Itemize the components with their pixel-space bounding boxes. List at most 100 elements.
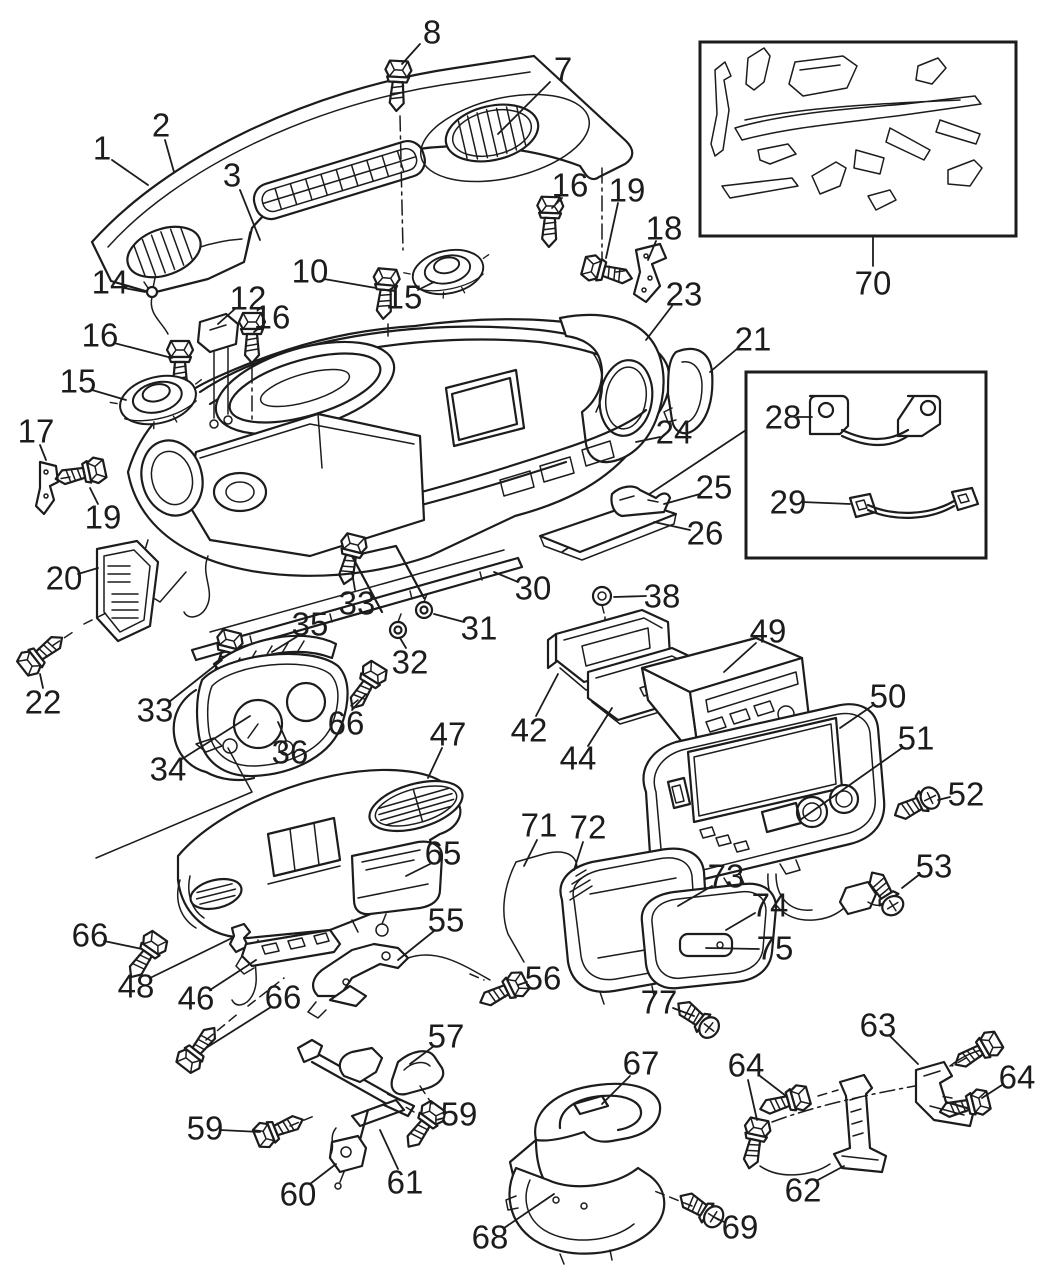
screw-22 xyxy=(13,626,72,680)
callout-68: 68 xyxy=(472,1219,509,1256)
callout-77: 77 xyxy=(641,984,678,1021)
callout-30: 30 xyxy=(515,570,552,607)
callout-29: 29 xyxy=(770,484,807,521)
leader-51 xyxy=(799,747,903,821)
leader-16 xyxy=(551,197,563,209)
callout-17: 17 xyxy=(18,413,55,450)
callout-66: 66 xyxy=(72,917,109,954)
ip-carrier xyxy=(126,313,671,618)
callout-14: 14 xyxy=(92,264,129,301)
leader-60 xyxy=(309,1163,337,1185)
callout-46: 46 xyxy=(178,980,215,1017)
left-end-panel xyxy=(13,454,160,680)
callout-22: 22 xyxy=(25,684,62,721)
reinforcement-kit xyxy=(710,47,983,211)
leader-31 xyxy=(433,613,465,623)
defroster-grille xyxy=(252,140,426,221)
instrument-cluster xyxy=(172,634,392,782)
callout-16: 16 xyxy=(82,317,119,354)
callout-67: 67 xyxy=(623,1045,660,1082)
leader-15 xyxy=(417,281,435,291)
leader-55 xyxy=(397,930,435,961)
callout-3: 3 xyxy=(223,157,241,194)
callout-36: 36 xyxy=(272,734,309,771)
callout-19: 19 xyxy=(609,172,646,209)
leader-19 xyxy=(605,202,619,259)
callout-74: 74 xyxy=(752,887,789,924)
callout-26: 26 xyxy=(687,515,724,552)
leader-44 xyxy=(587,707,613,747)
callout-59: 59 xyxy=(187,1110,224,1147)
callout-42: 42 xyxy=(511,712,548,749)
leader-64 xyxy=(747,1079,758,1121)
leader-17 xyxy=(39,444,47,461)
screw-16-top xyxy=(534,195,565,249)
knob-38 xyxy=(591,585,613,607)
leader-48 xyxy=(149,937,233,979)
callout-66: 66 xyxy=(328,705,365,742)
leader-74 xyxy=(725,912,756,931)
callout-47: 47 xyxy=(430,716,467,753)
leader-59 xyxy=(435,1117,445,1121)
leader-8 xyxy=(401,43,421,65)
callout-34: 34 xyxy=(150,751,187,788)
bracket-17 xyxy=(34,460,60,516)
leader-56 xyxy=(517,981,528,986)
callout-21: 21 xyxy=(735,321,772,358)
callout-18: 18 xyxy=(646,210,683,247)
callout-31: 31 xyxy=(461,610,498,647)
callout-33: 33 xyxy=(137,692,174,729)
leader-75 xyxy=(705,947,760,950)
callout-20: 20 xyxy=(46,560,83,597)
callout-33: 33 xyxy=(339,585,376,622)
screw-19-top xyxy=(579,251,637,293)
console-bin xyxy=(503,847,778,1043)
leader-15 xyxy=(91,389,127,401)
bracket-kit-box xyxy=(744,370,988,560)
screw-66-lower xyxy=(172,1018,226,1077)
leader-3 xyxy=(239,189,261,241)
leader-50 xyxy=(839,705,873,729)
leader-24 xyxy=(635,436,661,443)
leader-68 xyxy=(503,1193,555,1229)
screw-52 xyxy=(889,783,945,827)
callout-75: 75 xyxy=(757,930,794,967)
bracket-57 xyxy=(390,1050,445,1096)
callout-49: 49 xyxy=(750,613,787,650)
leader-22 xyxy=(39,673,44,689)
bracket-55 xyxy=(307,942,533,1019)
callout-25: 25 xyxy=(696,469,733,506)
callout-50: 50 xyxy=(870,678,907,715)
callout-65: 65 xyxy=(425,835,462,872)
leader-18 xyxy=(647,240,657,261)
callout-55: 55 xyxy=(428,902,465,939)
screw-77 xyxy=(670,993,725,1043)
leader-26 xyxy=(653,521,691,531)
leader-7 xyxy=(497,81,551,135)
leader-38 xyxy=(613,595,647,598)
callout-2: 2 xyxy=(152,107,170,144)
screw-63 xyxy=(947,1027,1007,1077)
callout-19: 19 xyxy=(85,499,122,536)
bracket-18 xyxy=(534,167,668,304)
grommet-32 xyxy=(388,620,408,640)
part-60 xyxy=(328,1134,368,1174)
lower-shroud-68 xyxy=(508,1166,666,1255)
callout-52: 52 xyxy=(948,776,985,813)
callout-63: 63 xyxy=(860,1007,897,1044)
leader-42 xyxy=(535,673,559,717)
callout-72: 72 xyxy=(570,809,607,846)
latch-75 xyxy=(678,932,734,958)
leader-53 xyxy=(901,873,921,889)
end-cap-right xyxy=(663,347,714,435)
callout-64: 64 xyxy=(999,1059,1036,1096)
callout-7: 7 xyxy=(554,51,572,88)
leader-23 xyxy=(645,305,673,341)
leader-35 xyxy=(271,635,299,653)
leader-34 xyxy=(181,715,251,760)
bolt-64-b xyxy=(735,1115,774,1173)
leader-66 xyxy=(103,940,143,950)
